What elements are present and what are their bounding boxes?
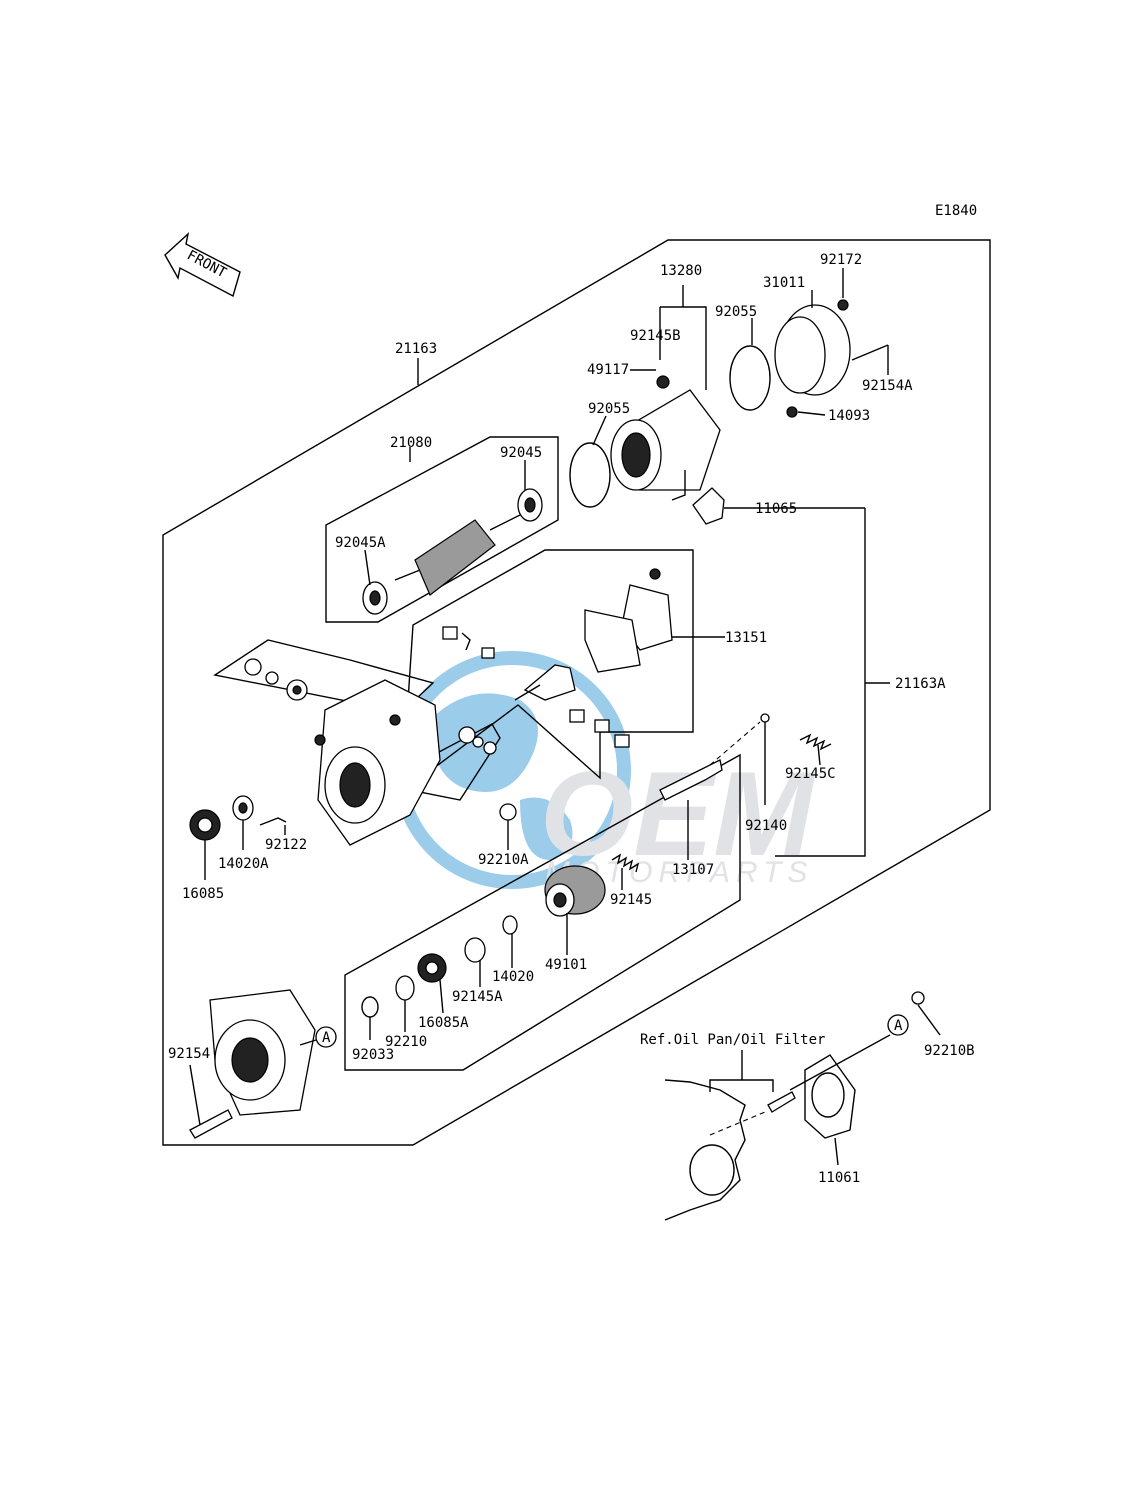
label-11065: 11065 [755, 501, 797, 517]
callout-marker-a-left [315, 1026, 337, 1048]
label-16085: 16085 [182, 886, 224, 902]
label-21163A: 21163A [895, 676, 946, 692]
part-rear-housing [314, 679, 441, 846]
reference-note: Ref.Oil Pan/Oil Filter [640, 1032, 825, 1048]
label-49117: 49117 [587, 362, 629, 378]
part-16085-gear [189, 809, 221, 841]
label-92210A: 92210A [478, 852, 529, 868]
callout-marker-a-left-text: A [322, 1030, 331, 1046]
watermark-brand: OEM [540, 747, 816, 881]
watermark: OEM MOTORPARTS [393, 651, 816, 889]
label-14093: 14093 [828, 408, 870, 424]
frame-21163A [775, 508, 866, 857]
diagram-code: E1840 [935, 203, 977, 219]
label-92145C: 92145C [785, 766, 836, 782]
label-92154: 92154 [168, 1046, 210, 1062]
part-92145C-spring [799, 733, 832, 751]
front-arrow-icon [164, 232, 241, 298]
assembly-frame-21163 [162, 239, 991, 1146]
part-14020A-collar [232, 795, 254, 821]
part-92122-pin [259, 817, 287, 826]
part-92145A-spring [464, 937, 486, 963]
bracket-13280 [659, 285, 707, 390]
label-92122: 92122 [265, 837, 307, 853]
label-92140: 92140 [745, 818, 787, 834]
part-13107-shaft [659, 713, 770, 801]
part-11061-gasket [804, 1054, 856, 1139]
label-92055-top: 92055 [715, 304, 757, 320]
label-13280: 13280 [660, 263, 702, 279]
label-16085A: 16085A [418, 1015, 469, 1031]
callout-marker-a-right [887, 1014, 909, 1036]
subframe-21080 [325, 436, 559, 623]
part-11065-terminal-boot [692, 487, 725, 525]
part-left-small-bearings [244, 658, 308, 701]
label-92145: 92145 [610, 892, 652, 908]
front-direction-arrow: FRONT [164, 232, 241, 298]
callout-marker-a-right-text: A [894, 1018, 903, 1034]
label-21080: 21080 [390, 435, 432, 451]
part-13151-brush-assy [442, 568, 673, 748]
front-label: FRONT [184, 247, 229, 281]
label-49101: 49101 [545, 957, 587, 973]
label-92045A: 92045A [335, 535, 386, 551]
subframe-pinion [344, 753, 741, 1071]
bracket-ref-oil [709, 1050, 774, 1092]
part-92055-oring-left [569, 442, 611, 508]
label-92210B: 92210B [924, 1043, 975, 1059]
label-13107: 13107 [672, 862, 714, 878]
label-92045: 92045 [500, 445, 542, 461]
label-92154A: 92154A [862, 378, 913, 394]
label-14020: 14020 [492, 969, 534, 985]
part-92210B-stud [767, 1091, 796, 1113]
label-92210: 92210 [385, 1034, 427, 1050]
label-92145B: 92145B [630, 328, 681, 344]
part-21080-armature [362, 488, 543, 615]
part-16085A-gear [417, 953, 447, 983]
part-oil-pan-reference [664, 1079, 766, 1221]
label-14020A: 14020A [218, 856, 269, 872]
subframe-13151 [401, 549, 694, 794]
part-92210-seal [395, 975, 415, 1001]
label-92172: 92172 [820, 252, 862, 268]
leader-lines [189, 268, 941, 1166]
part-14020-collar [502, 915, 518, 935]
label-92145A: 92145A [452, 989, 503, 1005]
label-92033: 92033 [352, 1047, 394, 1063]
label-31011: 31011 [763, 275, 805, 291]
label-13151: 13151 [725, 630, 767, 646]
part-92033-circlip [361, 996, 379, 1018]
part-31011-end-cover [774, 299, 889, 418]
part-front-cover [189, 989, 316, 1139]
part-92145-spring [611, 853, 640, 873]
part-49117-yoke [610, 375, 721, 501]
part-49101-clutch [544, 865, 606, 917]
part-92055-oring-top [729, 345, 771, 411]
label-21163: 21163 [395, 341, 437, 357]
label-11061: 11061 [818, 1170, 860, 1186]
part-92210B-nut [911, 991, 925, 1005]
part-labels: 21163 21080 92045 92045A 13280 92145B 49… [168, 252, 975, 1186]
label-92055-left: 92055 [588, 401, 630, 417]
